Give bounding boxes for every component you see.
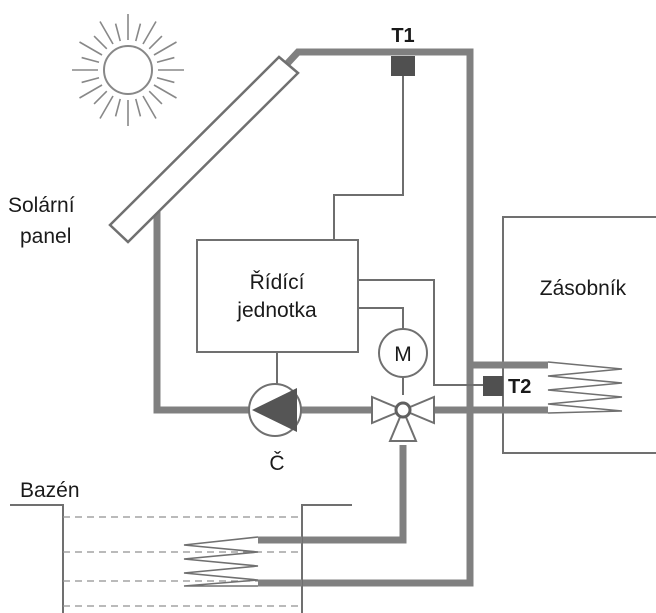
sun-ray: [156, 76, 175, 84]
collector-return-pipe: [153, 210, 250, 414]
solar-panel: [108, 55, 300, 244]
pump-label: Č: [269, 452, 284, 475]
tank-heat-exchanger-coil: [547, 361, 623, 414]
sun-ray: [93, 90, 108, 105]
sun-ray: [148, 90, 163, 105]
pool-water-lines: [63, 516, 302, 607]
sun-ray: [114, 98, 122, 117]
sun-ray: [81, 56, 100, 64]
sun-ray: [153, 84, 177, 99]
tank-label: Zásobník: [540, 277, 627, 300]
sensor-t2-label: T2: [508, 376, 531, 398]
sun-ray: [81, 76, 100, 84]
sun-ray: [99, 95, 114, 119]
control-unit-label-line2: jednotka: [236, 299, 317, 322]
sun-icon: [72, 14, 184, 126]
control-unit: Řídící jednotka: [196, 239, 359, 353]
motor: M: [378, 328, 428, 378]
sensor-t1-label: T1: [391, 25, 414, 47]
sun-ray: [134, 98, 142, 117]
circulation-pump: Č: [248, 383, 302, 475]
collector-supply-pipe: [275, 48, 474, 587]
sun-ray: [114, 23, 122, 42]
sun-ray: [79, 41, 103, 56]
sun-ray: [156, 56, 175, 64]
sun-ray: [93, 35, 108, 50]
solar-panel-label-line1: Solární: [8, 194, 75, 217]
motor-label: M: [394, 343, 412, 366]
sensor-t1: T1: [391, 25, 415, 76]
storage-tank: Zásobník: [470, 216, 656, 454]
sun-ray: [142, 21, 157, 45]
sun-ray: [148, 35, 163, 50]
control-unit-label-line1: Řídící: [250, 271, 305, 294]
pool-heat-exchanger-coil: [183, 536, 259, 587]
pool: Bazén: [10, 479, 352, 613]
sun-ray: [153, 41, 177, 56]
pool-supply-pipe: [258, 445, 407, 544]
pool-label: Bazén: [20, 479, 80, 502]
sun-ray: [134, 23, 142, 42]
sensor-t2: T2: [483, 376, 531, 398]
sun-ray: [142, 95, 157, 119]
three-way-valve: [371, 395, 435, 442]
sun-ray: [79, 84, 103, 99]
sun-ray: [99, 21, 114, 45]
solar-panel-label-line2: panel: [20, 225, 71, 248]
